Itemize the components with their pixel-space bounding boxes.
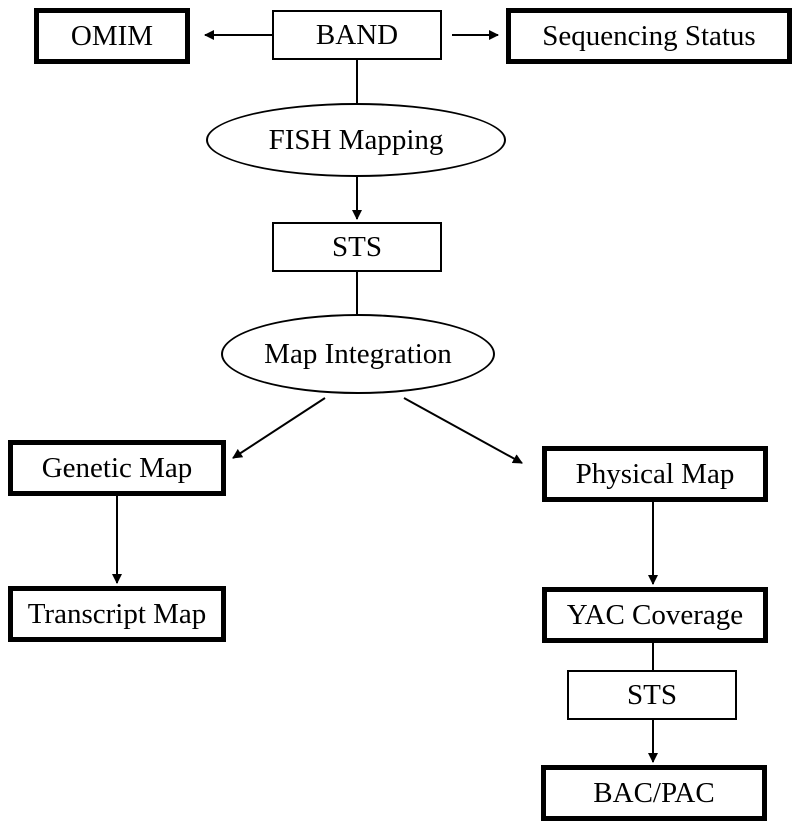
node-sts-top: STS: [272, 222, 442, 272]
node-bac-pac: BAC/PAC: [541, 765, 767, 821]
node-sequencing-status: Sequencing Status: [506, 8, 792, 64]
node-fish-mapping: FISH Mapping: [206, 103, 506, 177]
node-map-integration: Map Integration: [221, 314, 495, 394]
node-physical-map: Physical Map: [542, 446, 768, 502]
node-transcript-map: Transcript Map: [8, 586, 226, 642]
node-band: BAND: [272, 10, 442, 60]
arrow-map-integration-to-physical-map: [403, 397, 523, 464]
node-genetic-map: Genetic Map: [8, 440, 226, 496]
node-yac-coverage: YAC Coverage: [542, 587, 768, 643]
node-omim: OMIM: [34, 8, 190, 64]
node-sts-bottom: STS: [567, 670, 737, 720]
arrow-map-integration-to-genetic-map: [232, 397, 326, 459]
